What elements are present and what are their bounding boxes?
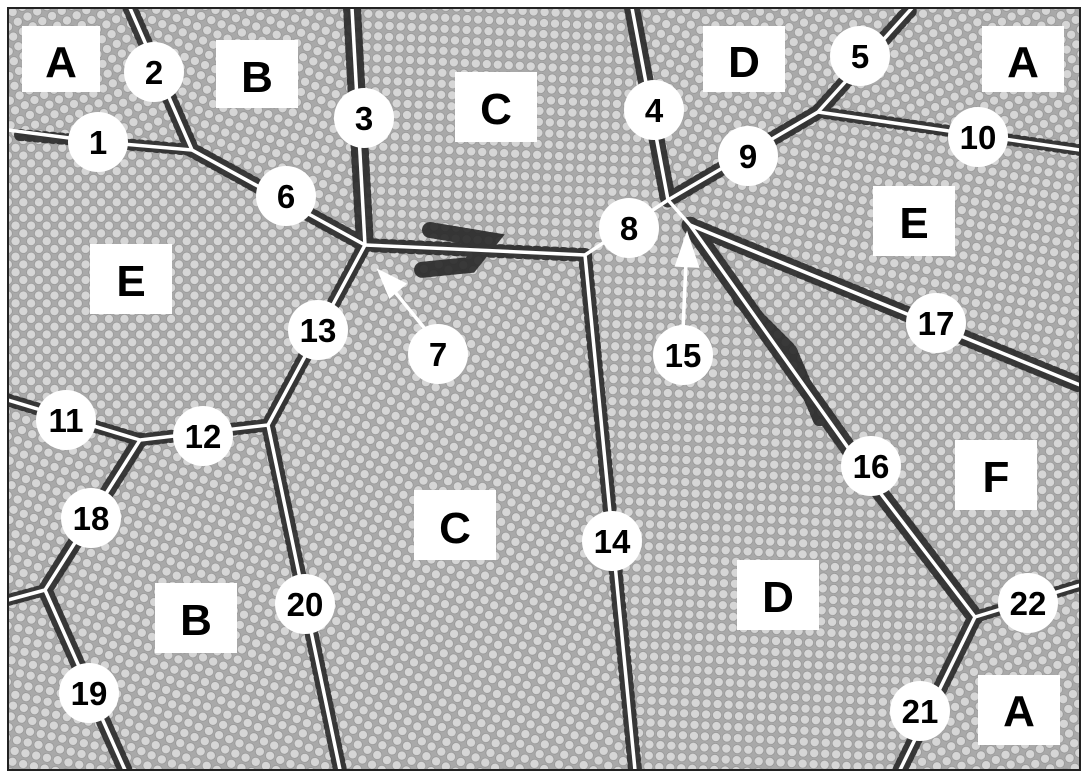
svg-text:10: 10 [960,119,997,156]
svg-text:7: 7 [429,336,447,373]
grain-label-E-1: E [90,244,172,314]
grain-label-C-2: C [414,490,496,560]
junction-marker-8: 8 [599,198,659,258]
svg-text:12: 12 [185,418,222,455]
svg-text:C: C [439,504,471,553]
junction-marker-3: 3 [334,88,394,148]
grain-label-D-2: D [737,560,819,630]
svg-text:C: C [480,85,512,134]
junction-marker-10: 10 [948,107,1008,167]
junction-marker-16: 16 [841,436,901,496]
atomic-lattice [8,8,1080,770]
junction-marker-2: 2 [124,42,184,102]
figure-frame [7,7,1081,771]
grain-label-B-1: B [216,40,298,108]
svg-text:A: A [1003,687,1035,736]
grain-label-A-3: A [978,675,1060,745]
svg-text:E: E [116,257,145,306]
svg-text:21: 21 [902,693,939,730]
svg-text:D: D [728,38,760,87]
grain-label-B-2: B [155,583,237,653]
svg-text:5: 5 [851,38,869,75]
svg-text:A: A [45,38,77,87]
svg-text:1: 1 [89,124,107,161]
svg-text:2: 2 [145,54,163,91]
svg-text:14: 14 [594,523,631,560]
svg-text:B: B [180,596,212,645]
grain-label-F: F [955,440,1037,510]
svg-text:4: 4 [645,92,664,129]
svg-text:18: 18 [73,500,110,537]
junction-marker-22: 22 [998,573,1058,633]
grain-label-E-2: E [873,186,955,256]
junction-marker-13: 13 [288,300,348,360]
junction-marker-12: 12 [173,406,233,466]
svg-text:13: 13 [300,312,337,349]
svg-text:17: 17 [918,305,955,342]
grain-label-A-2: A [982,26,1064,92]
junction-marker-19: 19 [59,663,119,723]
grain-label-D-1: D [703,26,785,92]
svg-text:19: 19 [71,675,108,712]
svg-text:F: F [983,453,1010,502]
junction-marker-11: 11 [36,390,96,450]
junction-marker-5: 5 [830,26,890,86]
junction-marker-20: 20 [275,574,335,634]
svg-text:9: 9 [739,138,757,175]
junction-marker-1: 1 [68,112,128,172]
junction-marker-21: 21 [890,681,950,741]
svg-text:15: 15 [665,337,702,374]
grain-region-F [690,225,1080,617]
junction-marker-6: 6 [256,166,316,226]
arrow-15 [674,230,700,331]
svg-text:D: D [762,573,794,622]
svg-text:8: 8 [620,210,638,247]
svg-text:E: E [899,199,928,248]
svg-text:3: 3 [355,100,373,137]
svg-text:20: 20 [287,586,324,623]
junction-marker-4: 4 [624,80,684,140]
svg-text:11: 11 [49,402,84,439]
grain-label-A-1: A [22,26,100,92]
svg-text:A: A [1007,38,1039,87]
junction-marker-18: 18 [61,488,121,548]
junction-marker-9: 9 [718,126,778,186]
junction-marker-7: 7 [408,324,468,384]
grain-label-C-1: C [455,72,537,142]
boundary-lines [8,8,1080,770]
svg-text:B: B [241,53,273,102]
svg-text:16: 16 [853,448,890,485]
svg-text:6: 6 [277,178,295,215]
svg-text:22: 22 [1010,585,1047,622]
junction-marker-14: 14 [582,511,642,571]
junction-marker-17: 17 [906,293,966,353]
junction-marker-15: 15 [653,325,713,385]
